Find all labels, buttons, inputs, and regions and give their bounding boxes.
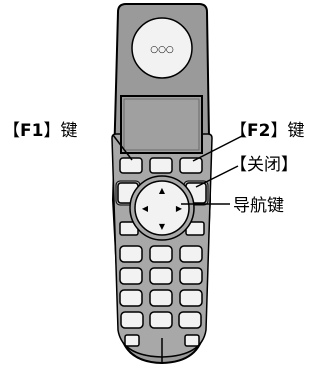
dial-keypad xyxy=(119,245,203,329)
dial-key[interactable] xyxy=(179,245,203,263)
bottom-left-key[interactable] xyxy=(124,334,140,347)
earpiece-holes: ○○○ xyxy=(150,45,174,55)
navigator-key-label: 导航键 xyxy=(233,196,284,216)
dial-key[interactable] xyxy=(179,267,203,285)
f2-key[interactable] xyxy=(179,157,203,174)
dial-key[interactable] xyxy=(119,289,143,307)
off-key-label: 【关闭】 xyxy=(230,155,298,175)
f2-leader-line xyxy=(192,134,245,162)
dial-key[interactable] xyxy=(178,311,202,329)
nav-left-arrow-icon[interactable]: ◀ xyxy=(142,204,149,213)
middle-soft-key[interactable] xyxy=(149,157,173,174)
display-screen-inner xyxy=(123,98,200,151)
f2-key-label: 【F2】键 xyxy=(230,121,304,141)
f1-key-label: 【F1】键 xyxy=(3,121,77,141)
dial-key[interactable] xyxy=(119,245,143,263)
dial-key[interactable] xyxy=(179,289,203,307)
dial-key[interactable] xyxy=(149,289,173,307)
dial-key[interactable] xyxy=(120,311,144,329)
dial-key[interactable] xyxy=(149,267,173,285)
f1-key[interactable] xyxy=(119,157,143,174)
f1-leader-line xyxy=(112,134,133,161)
nav-down-arrow-icon[interactable]: ▼ xyxy=(159,222,166,231)
nav-up-arrow-icon[interactable]: ▲ xyxy=(159,186,166,195)
display-screen xyxy=(120,95,203,154)
dial-key[interactable] xyxy=(119,267,143,285)
bottom-right-key[interactable] xyxy=(184,334,200,347)
dial-key[interactable] xyxy=(149,245,173,263)
navigator-key[interactable] xyxy=(134,180,190,236)
nav-right-arrow-icon[interactable]: ▶ xyxy=(176,204,183,213)
off-leader-line xyxy=(195,165,239,188)
earpiece xyxy=(131,17,193,79)
dial-key[interactable] xyxy=(149,311,173,329)
